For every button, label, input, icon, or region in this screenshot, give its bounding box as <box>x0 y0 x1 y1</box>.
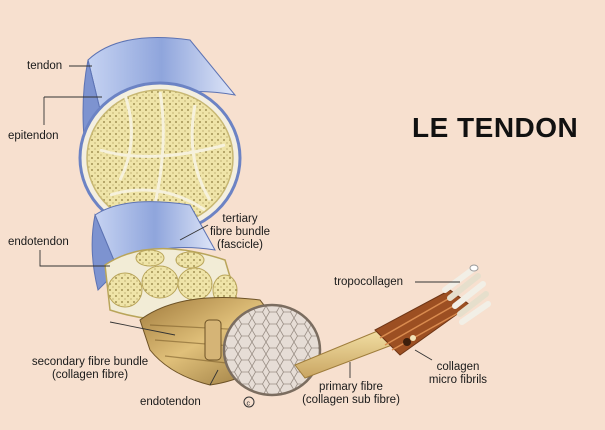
svg-text:c: c <box>247 401 251 408</box>
fibre-cross-section <box>222 303 322 397</box>
label-secondary-fibre-bundle: secondary fibre bundle (collagen fibre) <box>20 356 160 382</box>
label-tertiary-fibre-bundle: tertiary fibre bundle (fascicle) <box>200 213 280 252</box>
tropocollagen-rods <box>442 264 491 325</box>
page-title: LE TENDON <box>412 112 579 143</box>
leader-lines <box>39 65 460 386</box>
label-primary-fibre: primary fibre (collagen sub fibre) <box>296 381 406 407</box>
label-endotendon-bottom: endotendon <box>140 396 201 408</box>
label-tropocollagen: tropocollagen <box>334 276 404 288</box>
label-collagen-line2: micro fibrils <box>428 374 488 386</box>
label-tertiary-line1: tertiary <box>222 213 258 225</box>
copyright-mark: c <box>243 396 255 408</box>
label-secondary-line1: secondary fibre bundle <box>31 356 149 368</box>
label-collagen-micro-fibrils: collagen micro fibrils <box>418 361 498 387</box>
label-primary-line2: (collagen sub fibre) <box>302 394 400 406</box>
label-endotendon-left: endotendon <box>8 236 69 248</box>
label-collagen-line1: collagen <box>436 361 480 373</box>
label-secondary-line2: (collagen fibre) <box>51 369 129 381</box>
label-primary-line1: primary fibre <box>319 381 383 393</box>
tendon-cross-section <box>78 81 242 235</box>
label-tertiary-line2: fibre bundle <box>209 226 271 238</box>
label-epitendon: epitendon <box>8 130 59 142</box>
label-tertiary-line3: (fascicle) <box>216 239 263 251</box>
label-tendon: tendon <box>27 60 63 72</box>
